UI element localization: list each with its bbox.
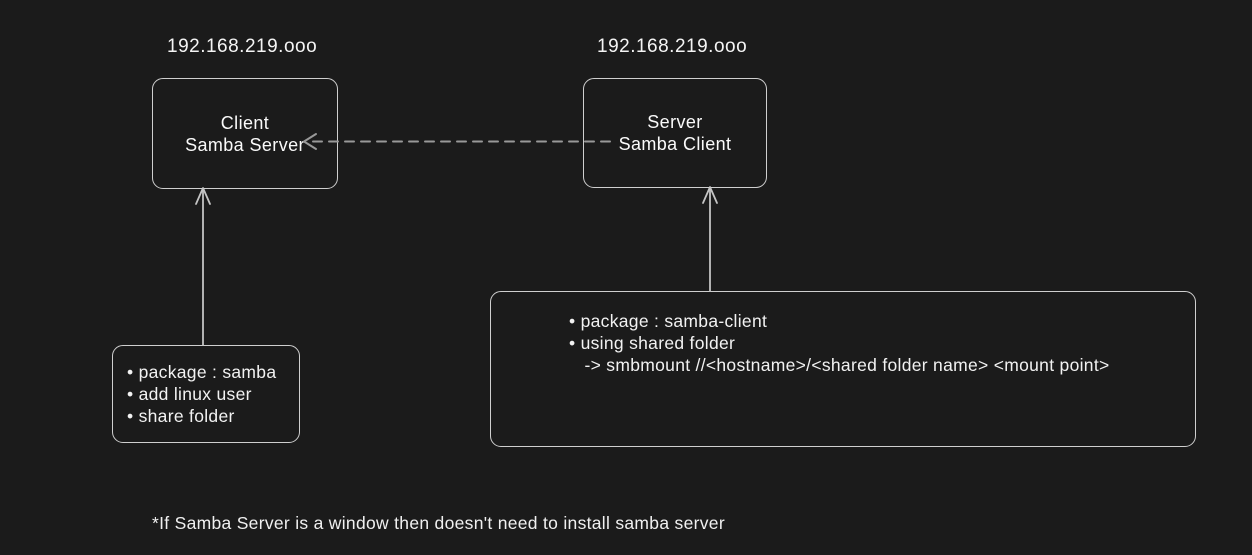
arrowhead-up-icon (702, 186, 718, 204)
client-node-subtitle: Samba Server (185, 134, 305, 155)
server-node-title: Server (647, 112, 703, 132)
arrowhead-up-icon (195, 187, 211, 205)
note-item: -> smbmount //<hostname>/<shared folder … (569, 355, 1110, 375)
client-setup-note-box: • package : samba • add linux user • sha… (112, 345, 300, 443)
client-ip-label: 192.168.219.ooo (167, 36, 318, 57)
server-node-subtitle: Samba Client (618, 134, 732, 154)
note-item: • package : samba (127, 362, 277, 382)
server-to-client-dashed-arrow (303, 133, 611, 150)
note-item: • add linux user (127, 384, 252, 404)
note-item: • using shared folder (569, 333, 736, 353)
client-node-box: Client Samba Server (152, 78, 338, 189)
client-node-title: Client (220, 112, 270, 133)
server-setup-note-box: • package : samba-client • using shared … (490, 291, 1196, 447)
server-setup-arrow (702, 186, 718, 292)
server-node-box: Server Samba Client (583, 78, 767, 188)
footnote: *If Samba Server is a window then doesn'… (152, 513, 725, 533)
note-item: • package : samba-client (569, 311, 768, 331)
server-ip-label: 192.168.219.ooo (597, 36, 748, 57)
note-item: • share folder (127, 406, 235, 426)
client-setup-arrow (195, 187, 211, 346)
